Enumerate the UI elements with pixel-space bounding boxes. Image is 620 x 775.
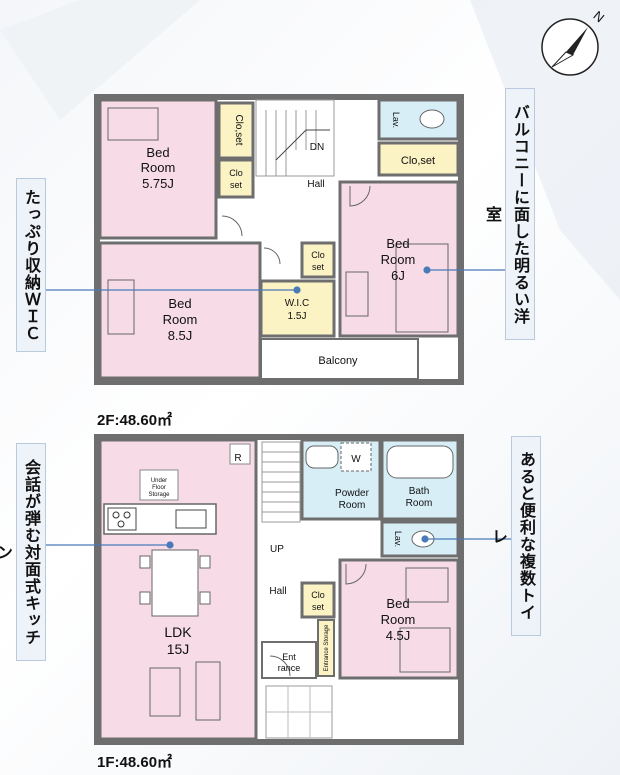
bed3-line3: 8.5J [168,328,193,343]
entrance-line2: rance [278,663,301,673]
w-label: W [351,454,361,465]
room-lav-2f [377,98,460,141]
callout-walk-in: たっぷり収納ＷＩＣ [16,178,46,352]
lav2-label: Lav. [391,112,401,128]
floor1-area-label: 1F:48.60㎡ [97,754,173,771]
closet2-label: Clo,set [401,155,435,167]
wic-line2: 1.5J [288,311,307,322]
entrance-storage-label: Entrance Storage [324,624,330,671]
bed1-line1: Bed [146,145,169,160]
closet2-line2: set [312,262,325,272]
closet1f-line2: set [312,602,325,612]
background-decoration [0,0,620,300]
porch [265,685,333,739]
balcony [260,338,419,380]
powder-line1: Powder [335,488,370,499]
r-label: R [234,453,241,464]
callout-balcony-room: バルコニーに面した明るい洋室 [483,88,535,340]
entrance [261,641,317,679]
callout-toilets: あると便利な複数トイレ [489,436,541,636]
bath-line2: Room [406,498,433,509]
powder-line2: Room [339,500,366,511]
closet-2f-1 [217,101,255,160]
closet2-line1: Clo [311,250,325,260]
room-bed-8-5 [98,241,262,380]
stair-2f [255,99,335,177]
floor2-plan [94,94,464,385]
entrance-storage [317,619,335,677]
balcony-label: Balcony [318,355,358,367]
room-bed-6 [338,180,460,338]
closet-2f-2 [300,241,336,279]
bed1-line2: Room [141,160,176,175]
callout-kitchen: 会話が弾む対面式キッチン [0,443,46,661]
bed2-line1: Bed [386,236,409,251]
floor1-labels: R Under Floor Storage W Powder Room Bath… [148,453,432,673]
bed4-line1: Bed [386,596,409,611]
bed2-line3: 6J [391,268,405,283]
bed4-line3: 4.5J [386,628,411,643]
closet1-label: Clo,set [233,114,244,145]
underfloor-line3: Storage [148,492,170,498]
ldk-line2: 15J [167,641,190,657]
floor1-plan [94,434,464,745]
dn-label: DN [310,142,324,153]
bed4-line2: Room [381,612,416,627]
bed3-line2: Room [163,312,198,327]
stair-1f [261,441,301,523]
bed1-line3: 5.75J [142,176,174,191]
bed3-line1: Bed [168,296,191,311]
closet1-line2: set [230,180,243,190]
underfloor-line2: Floor [152,485,166,491]
entrance-line1: Ent [282,652,296,662]
underfloor-line1: Under [151,478,167,484]
hall2-label: Hall [307,179,324,190]
closet1f-line1: Clo [311,590,325,600]
bath-line1: Bath [409,486,430,497]
closet1-line1: Clo [229,168,243,178]
bed2-line2: Room [381,252,416,267]
closet-2f-1 [217,158,255,199]
ldk-line1: LDK [164,624,192,640]
floor2-labels: Bed Room 5.75J Clo,set Clo set DN Hall L… [141,112,435,367]
room-bed-4-5 [338,558,460,680]
closet-2f-2 [377,141,460,177]
up-label: UP [270,544,284,555]
floor2-area-label: 2F:48.60㎡ [97,412,173,429]
callout-lines [46,266,520,549]
closet-1f [300,581,336,619]
hall1-label: Hall [269,586,286,597]
wic-line1: W.I.C [285,298,309,309]
lav1-label: Lav. [393,531,403,547]
